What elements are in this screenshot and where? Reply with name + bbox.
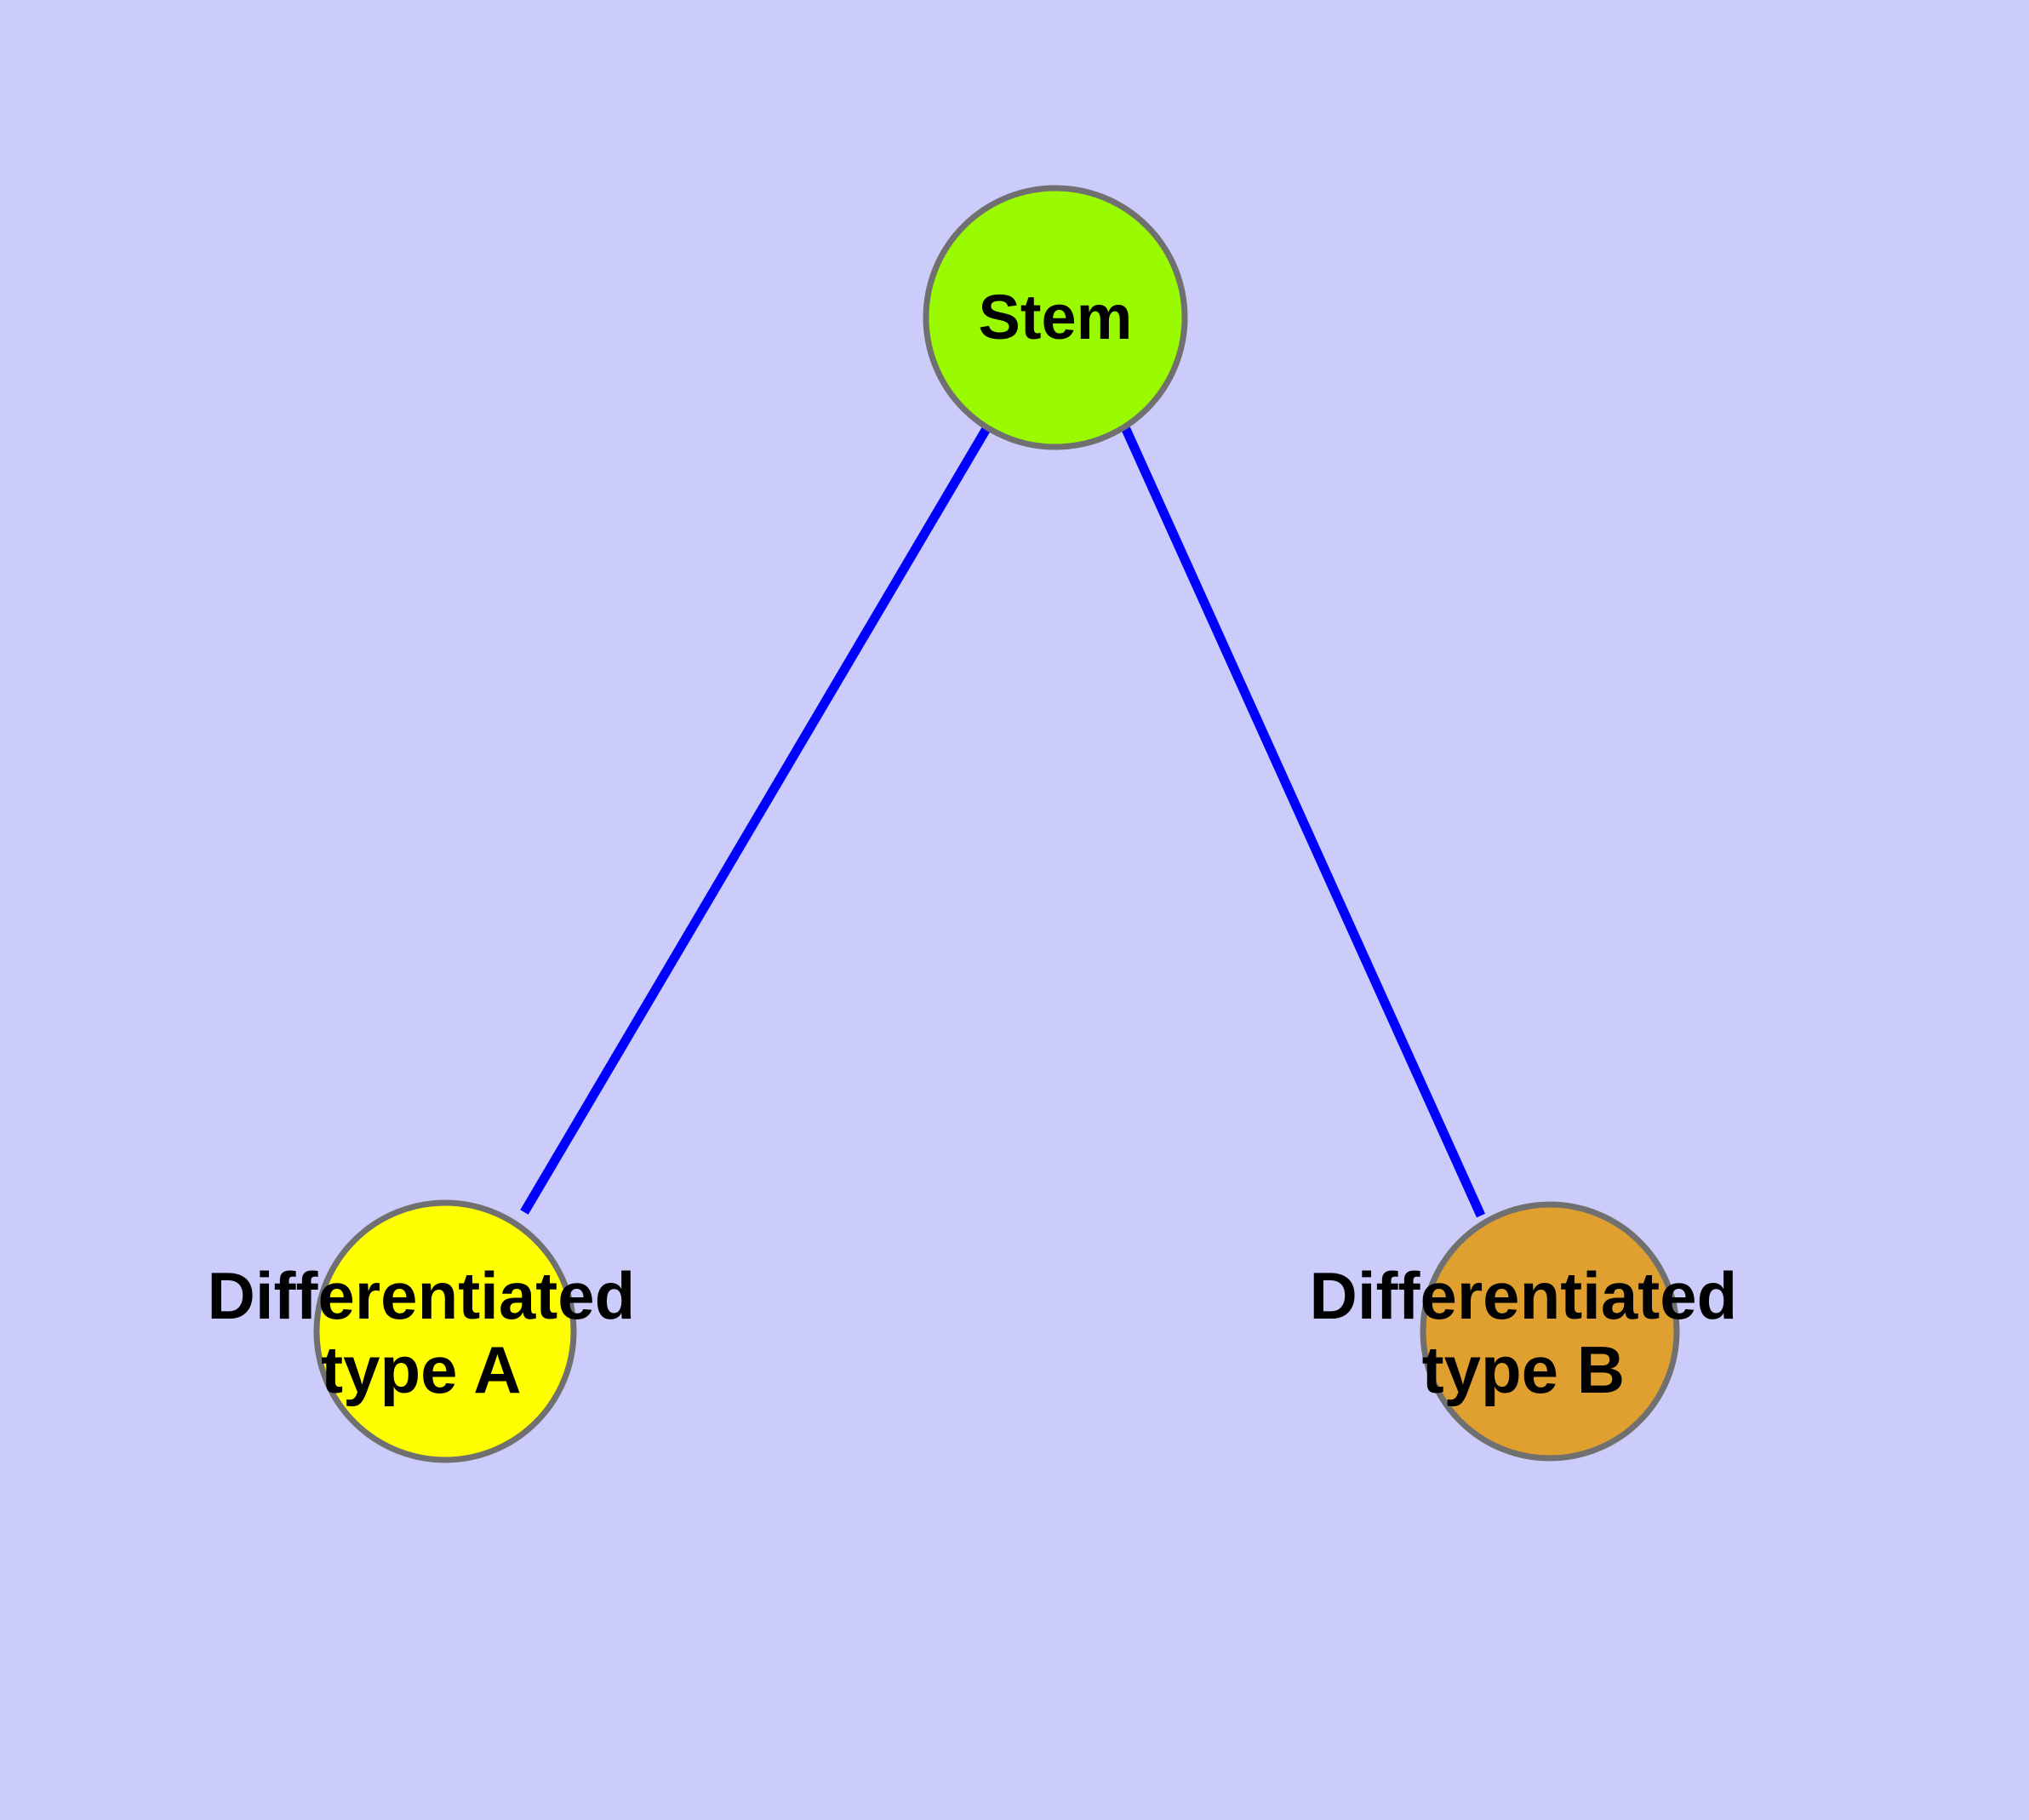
node-diff_a[interactable] xyxy=(313,1199,577,1463)
node-diff_b[interactable] xyxy=(1420,1201,1680,1462)
edge-stem-to-diff_b[interactable] xyxy=(1120,425,1486,1218)
node-stem[interactable] xyxy=(923,185,1188,450)
edge-stem-to-diff_a[interactable] xyxy=(520,425,992,1215)
edge-layer xyxy=(520,425,1486,1218)
node-layer xyxy=(313,185,1680,1463)
